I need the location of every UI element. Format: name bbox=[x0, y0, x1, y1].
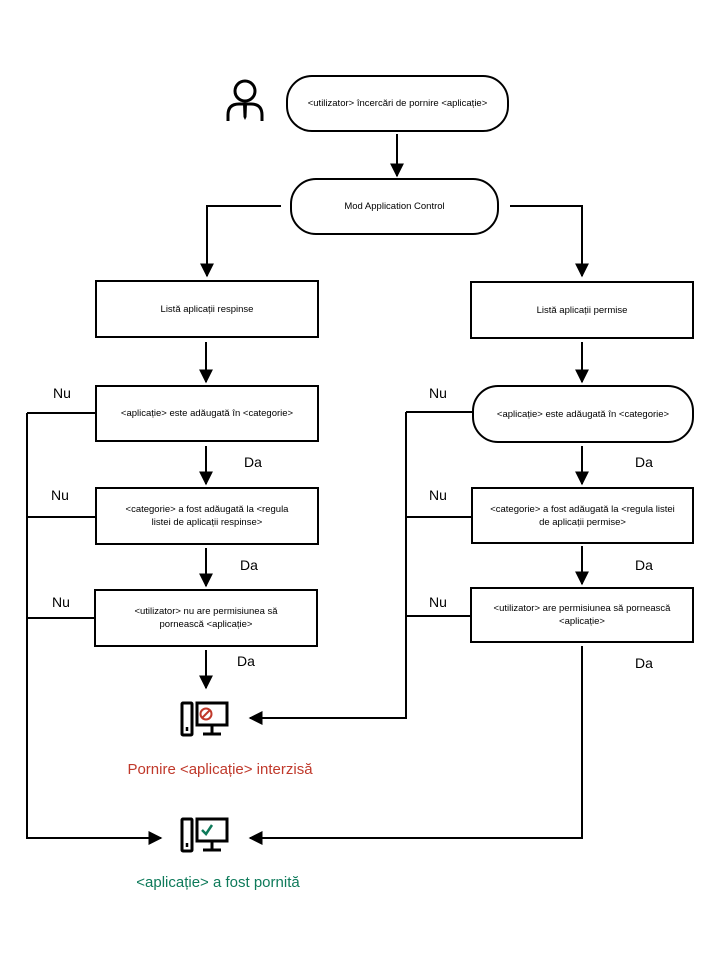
yes-label: Da bbox=[635, 557, 653, 573]
deny-app-in-category-node: <aplicație> este adăugată în <categorie> bbox=[95, 385, 319, 442]
yes-label: Da bbox=[244, 454, 262, 470]
no-label: Nu bbox=[53, 385, 71, 401]
allow-app-in-category-node: <aplicație> este adăugată în <categorie> bbox=[472, 385, 694, 443]
no-label: Nu bbox=[52, 594, 70, 610]
no-label: Nu bbox=[51, 487, 69, 503]
no-label: Nu bbox=[429, 385, 447, 401]
yes-label: Da bbox=[237, 653, 255, 669]
yes-label: Da bbox=[240, 557, 258, 573]
yes-label: Da bbox=[635, 655, 653, 671]
deny-user-permission-node: <utilizator> nu are permisiunea să porne… bbox=[94, 589, 318, 647]
allow-list-node: Listă aplicații permise bbox=[470, 281, 694, 339]
blocked-result-text: Pornire <aplicație> interzisă bbox=[127, 761, 313, 778]
allow-category-rule-node: <categorie> a fost adăugată la <regula l… bbox=[471, 487, 694, 544]
yes-label: Da bbox=[635, 454, 653, 470]
computer-allowed-icon bbox=[180, 817, 229, 853]
no-label: Nu bbox=[429, 594, 447, 610]
allow-user-permission-node: <utilizator> are permisiunea să porneasc… bbox=[470, 587, 694, 643]
start-node: <utilizator> încercări de pornire <aplic… bbox=[286, 75, 509, 132]
computer-blocked-icon bbox=[180, 701, 229, 737]
mode-node: Mod Application Control bbox=[290, 178, 499, 235]
deny-category-rule-node: <categorie> a fost adăugată la <regula l… bbox=[95, 487, 319, 545]
no-label: Nu bbox=[429, 487, 447, 503]
user-icon bbox=[226, 79, 264, 121]
allowed-result-text: <aplicație> a fost pornită bbox=[136, 874, 300, 891]
deny-list-node: Listă aplicații respinse bbox=[95, 280, 319, 338]
